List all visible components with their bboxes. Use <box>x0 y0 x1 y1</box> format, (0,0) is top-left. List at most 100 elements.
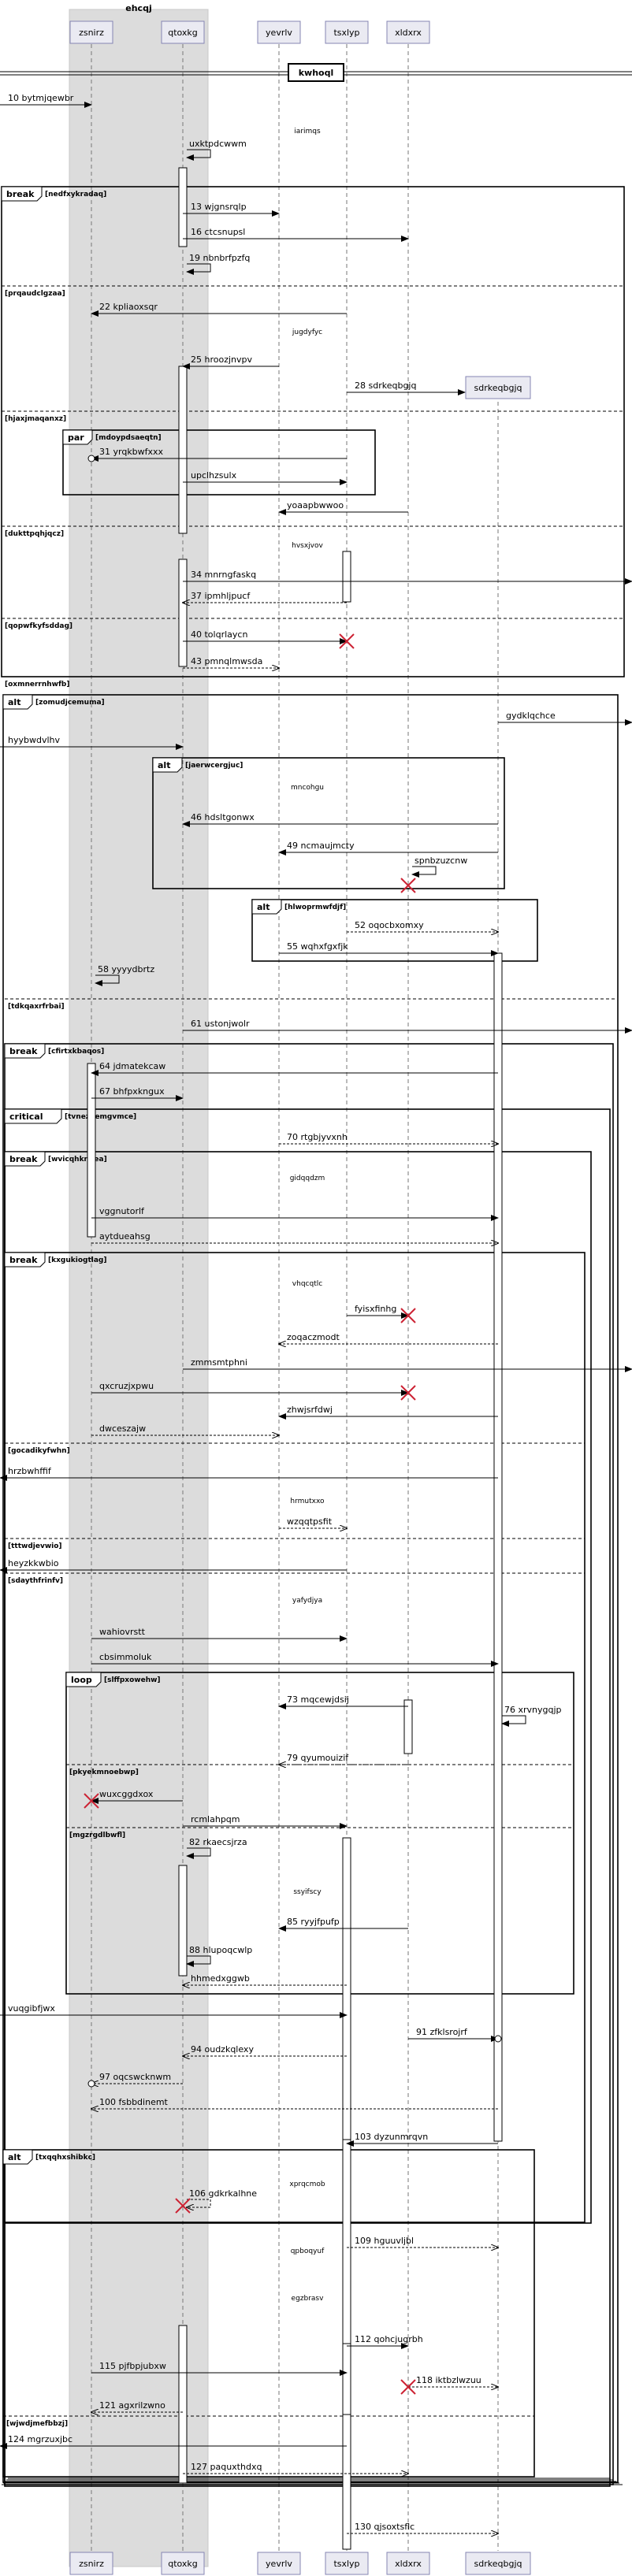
activation-bar-0 <box>178 167 188 247</box>
message-label-0: 10 bytmjqewbr <box>8 93 74 103</box>
message-label-59: 118 iktbzlwzuu <box>416 2375 481 2385</box>
fragment-guard-sec-19: [pkyekmnoebwp] <box>69 1769 139 1776</box>
fragment-guard-sec-2: [hjaxjmaqanxz] <box>5 415 66 423</box>
message-label-48: hhmedxggwb <box>191 1973 250 1984</box>
message-label-1: uxktpdcwwm <box>189 139 247 149</box>
message-label-25: 67 bhfpxkngux <box>99 1086 165 1097</box>
message-label-23: 61 ustonjwolr <box>191 1019 250 1029</box>
fragment-kind-alt-outer: alt <box>8 697 20 707</box>
message-label-19: spnbzuzcnw <box>415 856 467 866</box>
fragment-guard-sec-6: [oxmnerrnhwfb] <box>5 681 69 689</box>
message-label-57: 112 qohcjugrbh <box>355 2334 423 2344</box>
fragment-guard-par: [mdoypdsaeqtn] <box>95 434 162 442</box>
inline-note-0: iarimqs <box>294 128 321 135</box>
message-label-15: gydklqchce <box>506 711 556 721</box>
message-label-55: 106 gdkrkalhne <box>189 2188 257 2199</box>
fragment-guard-alt-inner: [jaerwcergjuc] <box>185 762 243 770</box>
message-label-31: zmmsmtphni <box>191 1357 247 1368</box>
participant-label-zsnirz-bottom: zsnirz <box>79 2559 104 2569</box>
fragment-guard-break-4: [kxgukiogtlag] <box>48 1256 106 1264</box>
participant-yevrlv-top <box>257 20 301 44</box>
fragment-alt-nested <box>251 899 538 962</box>
message-label-39: cbsimmoluk <box>99 1652 152 1662</box>
participant-sdrkeqbgjq-created <box>465 376 531 399</box>
message-arrow-47 <box>186 1955 211 1967</box>
message-label-17: 46 hdsltgonwx <box>191 812 255 822</box>
fragment-guard-sec-1: [prqaudclgzaa] <box>5 290 65 298</box>
message-label-43: wuxcggdxox <box>99 1789 154 1799</box>
fragment-tab-loop <box>65 1672 102 1687</box>
destroy-marker-6 <box>175 2198 191 2214</box>
inline-note-10: qpboqyuf <box>291 2248 325 2255</box>
fragment-guard-sec-4: [dukttpqhjqcz] <box>5 530 64 538</box>
fragment-guard-break-3: [wvicqhkrsjea] <box>48 1156 107 1164</box>
message-label-2: 13 wjgnsrqlp <box>191 202 247 212</box>
message-label-32: qxcruzjxpwu <box>99 1381 154 1391</box>
message-arrow-45 <box>186 1847 211 1859</box>
fragment-alt-outer <box>2 694 619 2483</box>
message-arrow-55 <box>187 2199 211 2207</box>
fragment-tab-critical <box>4 1108 62 1124</box>
message-arrow-22 <box>95 974 120 986</box>
participant-yevrlv-bottom <box>257 2552 301 2575</box>
participant-label-tsxlyp-bottom: tsxlyp <box>333 2559 359 2569</box>
fragment-kind-critical: critical <box>9 1112 43 1122</box>
participant-group-title: ehcqj <box>125 3 151 13</box>
activation-bar-7 <box>178 1865 188 1977</box>
message-label-22: 58 yyyydbrtz <box>98 964 154 974</box>
activation-bar-3 <box>342 551 351 603</box>
fragment-kind-alt-inner: alt <box>158 760 170 770</box>
participant-tsxlyp-top <box>325 20 369 44</box>
divider-label: kwhoql <box>299 68 334 78</box>
fragment-kind-alt-last: alt <box>8 2152 20 2162</box>
message-label-62: 127 paquxthdxq <box>191 2462 262 2472</box>
fragment-tab-par <box>62 429 93 445</box>
message-label-30: zoqaczmodt <box>287 1332 340 1342</box>
activation-bar-10 <box>178 2325 188 2484</box>
inline-note-3: mncohgu <box>291 784 324 792</box>
message-label-49: vuqgibfjwx <box>8 2003 55 2014</box>
fragment-guard-alt-nested: [hlwoprmwfdjf] <box>284 904 346 911</box>
message-label-46: 85 ryyjfpufp <box>287 1917 340 1927</box>
inline-note-9: xprqcmob <box>289 2181 325 2188</box>
message-label-53: 100 fsbbdinemt <box>99 2097 169 2107</box>
fragment-guard-break-1: [nedfxykradaq] <box>45 191 106 199</box>
fragment-guard-sec-5: [qopwfkyfsddag] <box>5 622 72 630</box>
message-label-34: dwceszajw <box>99 1423 146 1434</box>
message-label-63: 130 qjsoxtsflc <box>355 2522 415 2532</box>
message-label-42: 79 qyumouizif <box>287 1753 349 1763</box>
inline-note-8: ssyifscy <box>293 1888 322 1896</box>
destroy-marker-2 <box>400 1308 416 1323</box>
message-endpoint-circle-0 <box>87 455 95 462</box>
message-label-8: 31 yrqkbwfxxx <box>99 447 164 457</box>
fragment-guard-alt-last: [txqqhxshibkc] <box>35 2154 95 2162</box>
fragment-guard-sec-20: [mgzrgdlbwfl] <box>69 1832 125 1839</box>
message-label-7: 28 sdrkeqbgjq <box>355 380 416 391</box>
message-label-18: 49 ncmaujmcty <box>287 841 355 851</box>
fragment-loop <box>65 1672 574 1995</box>
fragment-kind-break-2: break <box>9 1046 38 1056</box>
destroy-marker-3 <box>400 1385 416 1401</box>
message-label-6: 25 hroozjnvpv <box>191 354 253 365</box>
message-label-41: 76 xrvnygqjp <box>504 1705 562 1715</box>
fragment-tab-alt-last <box>2 2149 33 2165</box>
message-label-27: vggnutorlf <box>99 1206 145 1216</box>
activation-bar-2 <box>178 559 188 667</box>
message-label-45: 82 rkaecsjrza <box>189 1837 247 1847</box>
fragment-alt-inner <box>152 757 505 889</box>
message-label-13: 40 tolqrlaycn <box>191 629 247 640</box>
participant-label-qtoxkg-top: qtoxkg <box>168 28 198 38</box>
message-label-50: 91 zfklsrojrf <box>416 2027 468 2037</box>
fragment-guard-loop: [slffpxowehw] <box>104 1676 161 1684</box>
fragment-guard-critical: [tvneznemgvmce] <box>65 1113 136 1121</box>
fragment-break-4 <box>4 1252 586 2223</box>
activation-bar-4 <box>493 952 503 2142</box>
fragment-kind-break-1: break <box>6 189 35 199</box>
inline-note-2: hvsxjvov <box>292 542 323 550</box>
message-label-3: 16 ctcsnupsl <box>191 227 245 237</box>
activation-bar-1 <box>178 366 188 534</box>
participant-qtoxkg-bottom <box>161 2552 205 2575</box>
fragment-tab-break-1 <box>1 186 43 202</box>
message-label-56: 109 hguuvljbl <box>355 2236 414 2246</box>
